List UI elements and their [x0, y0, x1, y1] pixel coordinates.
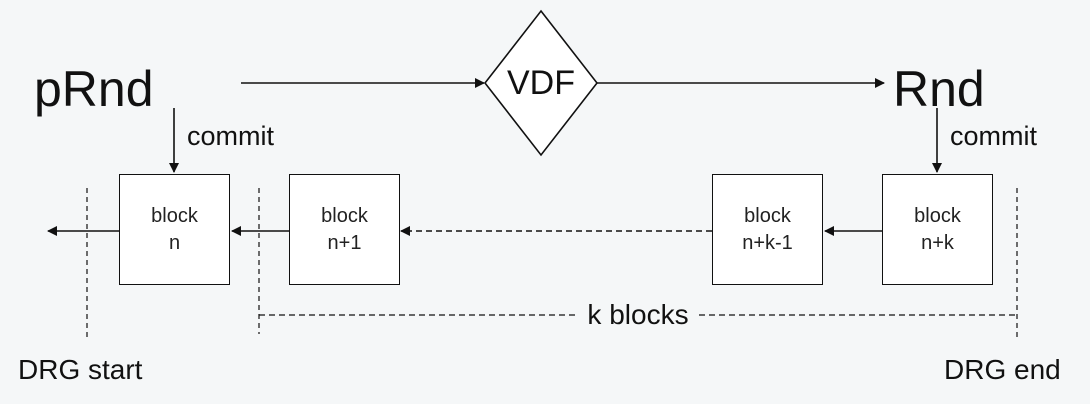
vdf-diamond [483, 9, 599, 157]
k-blocks-label: k blocks [579, 299, 697, 331]
drg-end-label: DRG end [944, 354, 1061, 385]
block-n-plus-k-minus-1: block n+k-1 [712, 174, 823, 285]
prnd-label: pRnd [34, 61, 154, 117]
commit-right-label: commit [950, 121, 1037, 151]
drg-start-label: DRG start [18, 354, 143, 385]
k-blocks-label-wrap: k blocks [259, 299, 1017, 331]
block-n-plus-k-index: n+k [921, 231, 954, 254]
block-n-word: block [151, 204, 198, 227]
vdf-text: VDF [507, 63, 575, 102]
block-n-plus-1-word: block [321, 204, 368, 227]
commit-left-label: commit [187, 121, 274, 151]
block-n-plus-k-minus-1-word: block [744, 204, 791, 227]
block-n-index: n [168, 231, 181, 254]
block-n-plus-k: block n+k [882, 174, 993, 285]
rnd-label: Rnd [893, 61, 985, 117]
block-n-plus-k-minus-1-index: n+k-1 [742, 231, 793, 254]
block-n-plus-k-word: block [914, 204, 961, 227]
block-n-plus-1: block n+1 [289, 174, 400, 285]
vdf-label: VDF [485, 11, 597, 155]
block-n: block n [119, 174, 230, 285]
block-n-plus-1-index: n+1 [327, 231, 362, 254]
